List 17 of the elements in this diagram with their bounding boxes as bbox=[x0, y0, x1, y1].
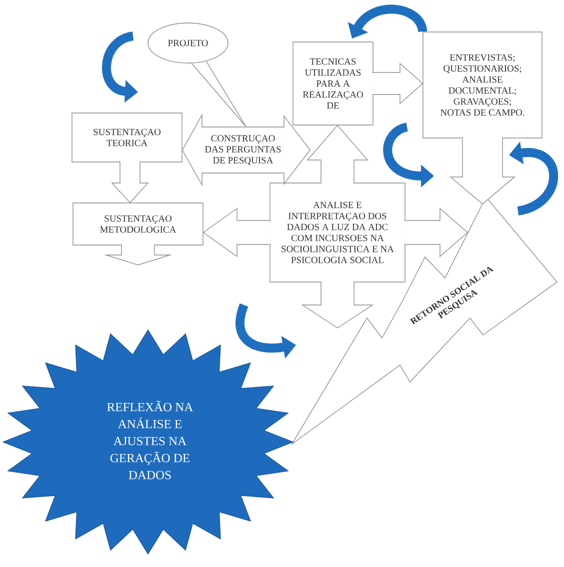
block-arrow bbox=[111, 161, 149, 204]
block-arrow bbox=[104, 244, 172, 266]
block-arrow bbox=[404, 208, 468, 258]
text-box: ANALISE E INTERPRETAÇAO DOS DADOS A LUZ DA ADC COM INCURSOES NA SOCIOLINGUISTICA E NA PSICOLOGIA SOCIAL bbox=[270, 182, 406, 282]
text-box: ENTREVISTAS; QUESTIONARIOS; ANALISE DOCUMENTAL; GRAVAÇOES; NOTAS DE CAMPO. bbox=[422, 32, 542, 138]
oval-callout: PROJETO bbox=[148, 22, 228, 64]
text-box: SUSTENTAÇAO METODOLOGICA bbox=[72, 202, 204, 246]
text-box: CONSTRUÇAO DAS PERGUNTAS DE PESQUISA bbox=[202, 126, 284, 174]
block-arrow bbox=[372, 62, 424, 104]
block-arrow bbox=[306, 124, 368, 184]
block-arrow bbox=[182, 114, 203, 186]
text-box: SUSTENTAÇAO TEORICA bbox=[72, 112, 182, 162]
block-arrow bbox=[301, 281, 374, 328]
text-box: TECNICAS UTILIZADAS PARA A REALIZAÇAO DE bbox=[292, 42, 374, 126]
block-arrow bbox=[283, 114, 310, 186]
block-arrow bbox=[202, 208, 271, 258]
block-arrow bbox=[450, 137, 516, 204]
